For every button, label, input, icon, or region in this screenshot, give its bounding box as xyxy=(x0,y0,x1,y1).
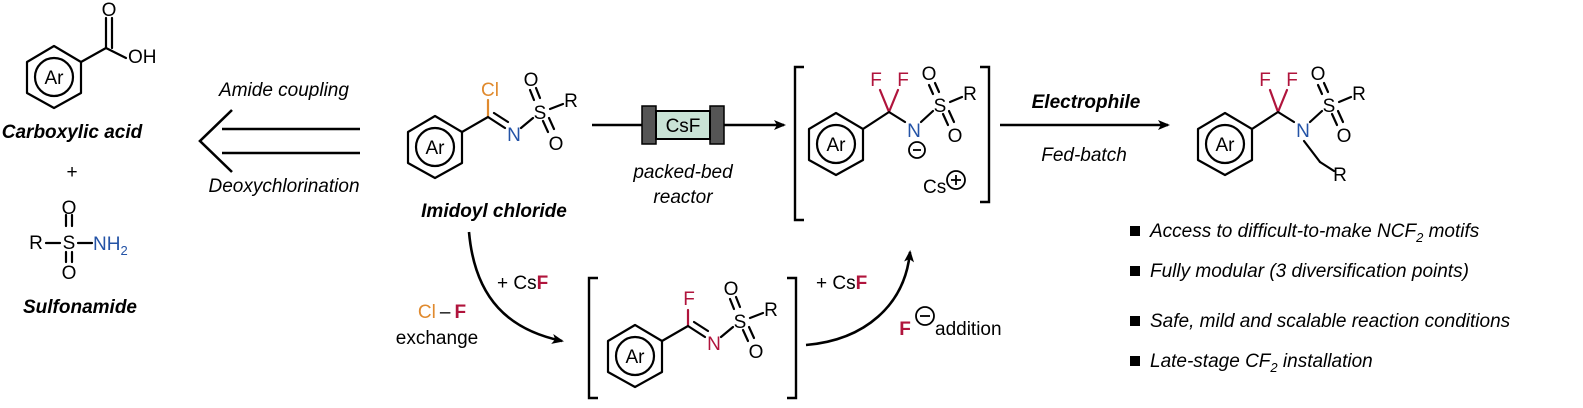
r-group-label-bottom: R xyxy=(1333,165,1347,186)
negative-charge-icon xyxy=(915,306,935,326)
plus-csf-label-2: + CsF xyxy=(816,273,867,294)
electrophile-label: Electrophile xyxy=(1032,92,1141,113)
amide-coupling-label: Amide coupling xyxy=(218,80,349,101)
aryl-label: Ar xyxy=(45,68,65,89)
sulfur-label: S xyxy=(734,312,747,333)
imidoyl-fluoride-intermediate: Ar F N S O O R xyxy=(587,276,798,400)
negative-charge-icon xyxy=(908,141,926,159)
oxygen-top: O xyxy=(922,64,937,85)
nitrogen-label: N xyxy=(707,334,721,355)
retrosynthesis-arrow xyxy=(198,109,360,173)
cl-f-exchange-label: Cl–F xyxy=(418,302,466,323)
r-group-label: R xyxy=(764,300,778,321)
packed-bed-reactor-arrow: CsF xyxy=(592,105,786,145)
addition-label: addition xyxy=(935,319,1002,340)
plus-sign: + xyxy=(66,162,77,183)
carbonyl-oxygen: O xyxy=(102,0,117,21)
difluoro-anion-intermediate: Ar F F N S O O R Cs xyxy=(793,64,991,222)
aryl-label: Ar xyxy=(426,138,446,159)
imidoyl-chloride-structure: Ar Cl N S O O R xyxy=(406,70,578,180)
bullet-icon xyxy=(1130,356,1140,366)
sulfur-label: S xyxy=(534,103,547,124)
bullet-icon xyxy=(1130,316,1140,326)
imidoyl-chloride-label: Imidoyl chloride xyxy=(421,201,567,222)
fluorine-label: F xyxy=(683,289,695,310)
nitrogen-label: N xyxy=(507,125,521,146)
oxygen-bottom: O xyxy=(749,342,764,363)
reactor-cartridge xyxy=(655,110,711,140)
aryl-label: Ar xyxy=(1216,135,1236,156)
positive-charge-icon xyxy=(946,170,966,190)
nitrogen-label: N xyxy=(907,121,921,142)
feature-item: Access to difficult-to-make NCF2 motifs xyxy=(1149,221,1480,245)
fluorine-label-1: F xyxy=(870,70,882,91)
r-group-label: R xyxy=(564,91,578,112)
feature-item: Late-stage CF2 installation xyxy=(1150,351,1373,375)
sulfonamide-structure: R S O O NH2 xyxy=(29,198,128,284)
fluorine-label-2: F xyxy=(897,70,909,91)
bullet-icon xyxy=(1130,226,1140,236)
amine-label: NH2 xyxy=(93,234,128,258)
fluoride-label: F xyxy=(899,319,911,340)
oxygen-bottom: O xyxy=(549,134,564,155)
feature-list: Access to difficult-to-make NCF2 motifs … xyxy=(1130,221,1511,375)
hydroxyl-label: OH xyxy=(128,47,157,68)
addition-arrow xyxy=(805,250,915,347)
bullet-icon xyxy=(1130,266,1140,276)
sulfur-label: S xyxy=(934,96,947,117)
fluorine-label-1: F xyxy=(1259,70,1271,91)
oxygen-top: O xyxy=(724,279,739,300)
feature-item: Fully modular (3 diversification points) xyxy=(1150,261,1469,282)
r-group-label: R xyxy=(29,233,43,254)
oxygen-top: O xyxy=(62,198,77,219)
oxygen-bottom: O xyxy=(948,126,963,147)
chlorine-label: Cl xyxy=(481,80,499,101)
feature-item: Safe, mild and scalable reaction conditi… xyxy=(1150,311,1511,332)
carboxylic-acid-structure: Ar O OH xyxy=(25,0,157,110)
deoxychlorination-label: Deoxychlorination xyxy=(208,176,359,197)
exchange-label: exchange xyxy=(396,328,478,349)
packed-bed-label: packed-bed xyxy=(632,162,734,183)
reactor-label: reactor xyxy=(653,187,713,208)
nitrogen-label: N xyxy=(1296,121,1310,142)
aryl-label: Ar xyxy=(626,347,646,368)
fluorine-label-2: F xyxy=(1286,70,1298,91)
oxygen-top: O xyxy=(1311,64,1326,85)
aryl-label: Ar xyxy=(827,135,847,156)
r-group-label: R xyxy=(963,84,977,105)
sulfonamide-label: Sulfonamide xyxy=(23,297,137,318)
reactor-reagent-label: CsF xyxy=(666,116,701,137)
carboxylic-acid-label: Carboxylic acid xyxy=(2,122,143,143)
product-structure: Ar F F N R S O O R xyxy=(1196,64,1366,186)
r-group-label: R xyxy=(1352,84,1366,105)
plus-csf-label-1: + CsF xyxy=(497,273,548,294)
cesium-label: Cs xyxy=(923,177,946,198)
sulfur-label: S xyxy=(63,233,76,254)
oxygen-bottom: O xyxy=(62,263,77,284)
oxygen-top: O xyxy=(524,70,539,91)
sulfur-label: S xyxy=(1323,96,1336,117)
fed-batch-label: Fed-batch xyxy=(1041,145,1127,166)
oxygen-bottom: O xyxy=(1337,126,1352,147)
exchange-arrow xyxy=(467,231,564,344)
